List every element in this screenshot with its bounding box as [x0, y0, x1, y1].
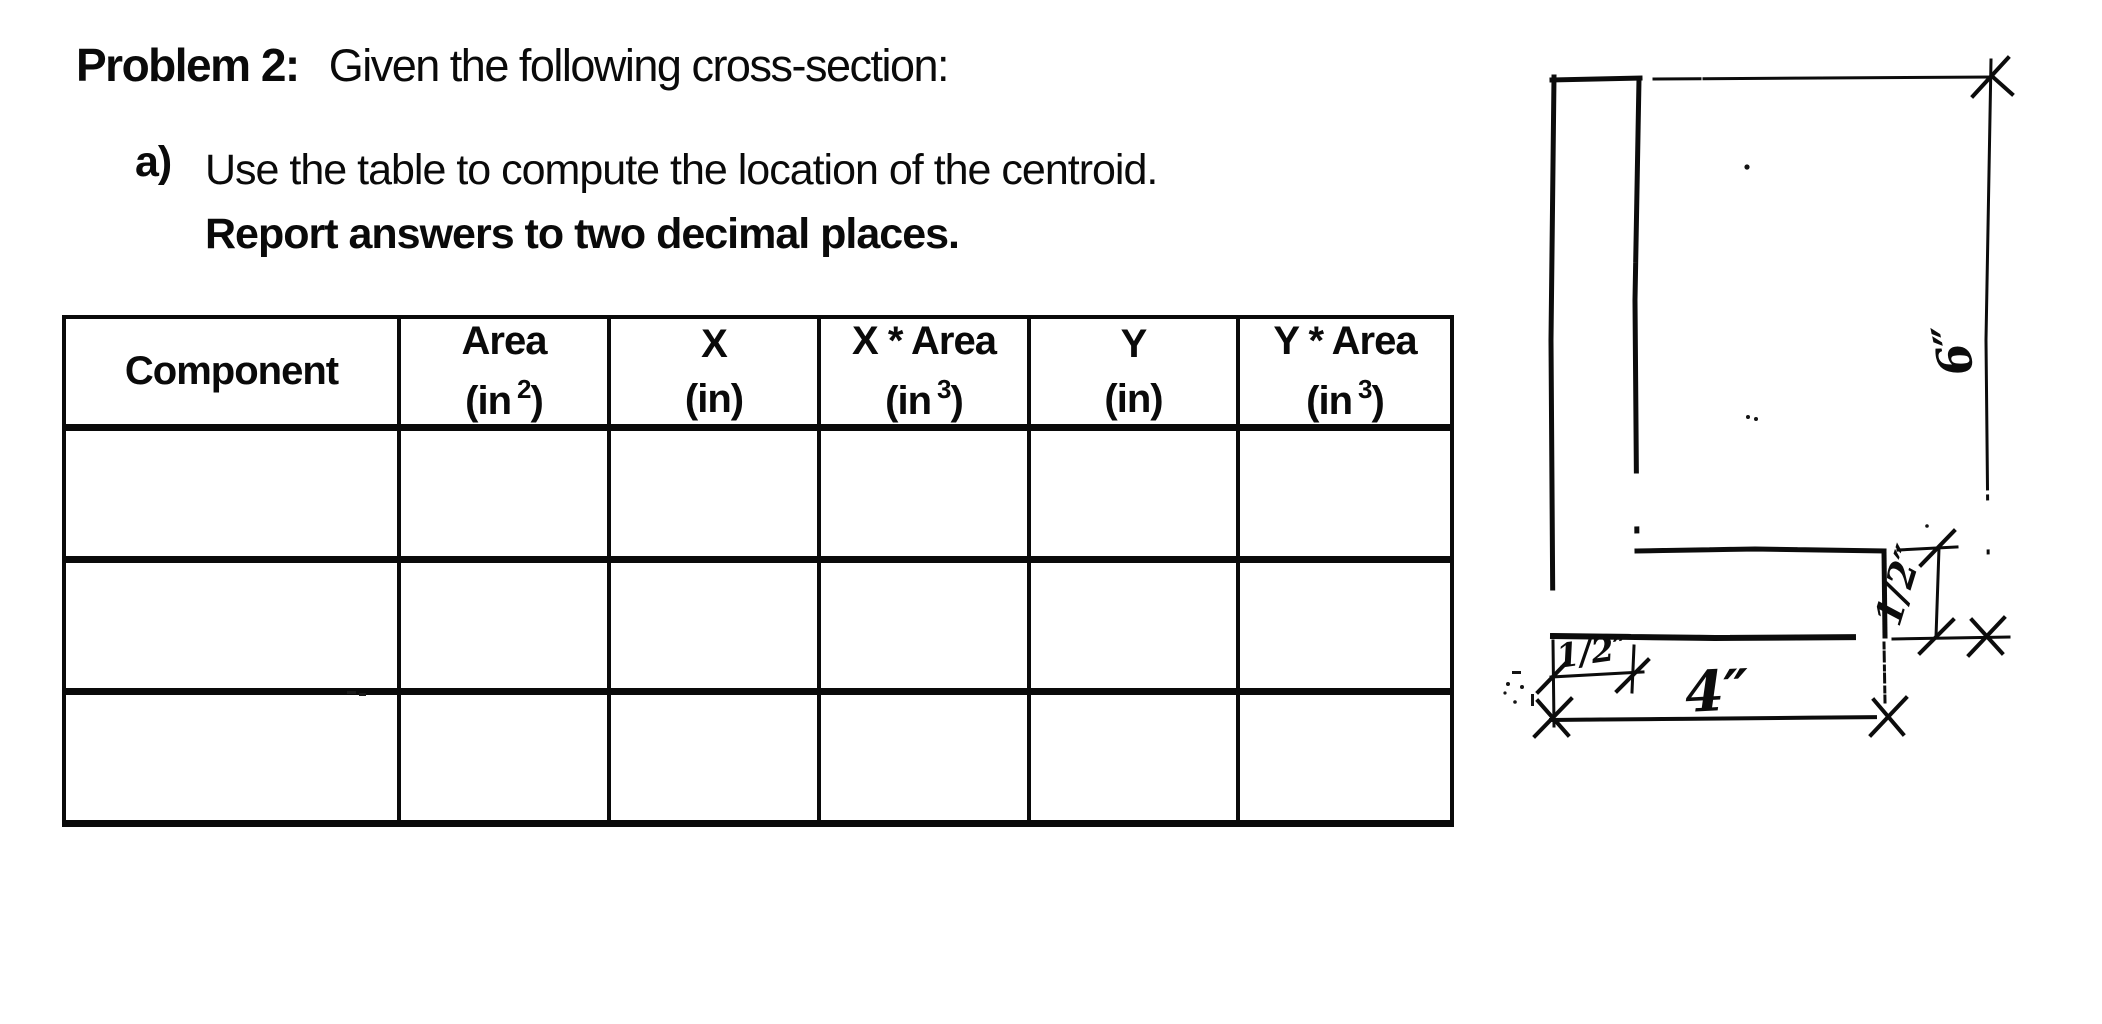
tick-flange-top	[1918, 528, 1957, 568]
part-a-instruction: Use the table to compute the location of…	[205, 146, 1158, 194]
dim-line-leg	[1549, 670, 1645, 679]
figure-outline	[1548, 74, 1889, 642]
scan-speck	[1506, 682, 1510, 686]
scan-speck	[1512, 671, 1521, 674]
col-header-y: Y (in)	[1027, 315, 1240, 431]
col-header-component: Component	[62, 315, 401, 431]
empty-cell	[1027, 425, 1240, 563]
empty-cell	[607, 557, 821, 695]
empty-cell	[62, 689, 401, 827]
part-a-emphasis: Report answers to two decimal places.	[205, 210, 960, 258]
part-a-label: a)	[135, 138, 172, 186]
col-header-x: X (in)	[607, 315, 821, 431]
outline-top-edge	[1549, 75, 1643, 83]
empty-cell	[1236, 689, 1454, 827]
table-row	[62, 557, 1454, 695]
tick-top-flick	[1991, 75, 2015, 97]
dim-line-flange	[1934, 546, 1941, 639]
outline-flange-right	[1881, 548, 1888, 639]
problem-number: Problem 2:	[76, 39, 300, 91]
scan-speck	[347, 691, 356, 694]
outline-leg-right-edge	[1632, 76, 1642, 554]
outline-bottom-edge	[1549, 632, 1889, 642]
scan-speck	[1744, 164, 1750, 170]
table-row	[62, 689, 1454, 827]
empty-cell	[817, 425, 1031, 563]
empty-cell	[397, 689, 611, 827]
dim-label-width: 4″	[1683, 657, 1750, 726]
dimension-width-4in: 4″	[1532, 657, 1909, 739]
scan-speck	[1531, 694, 1534, 706]
tick-width-right-b	[1871, 697, 1906, 737]
dimension-flange-half-inch: 1/2″	[1866, 528, 2011, 704]
empty-cell	[817, 557, 1031, 695]
tick-top	[1970, 55, 2011, 99]
problem-title: Problem 2: Given the following cross-sect…	[76, 38, 950, 92]
dimension-leg-half-inch: 1/2″	[1535, 627, 1651, 728]
empty-cell	[397, 425, 611, 563]
empty-cell	[1027, 689, 1240, 827]
scan-speck	[1513, 700, 1517, 704]
ext-line-leg-left	[1551, 639, 1556, 728]
ext-line-flange-top	[1896, 545, 1959, 552]
dim-label-height: 6″	[1921, 318, 1985, 381]
empty-cell	[1027, 557, 1240, 695]
empty-cell	[62, 425, 401, 563]
empty-cell	[1236, 557, 1454, 695]
ext-line-top	[1652, 75, 1995, 81]
dim-line-width	[1548, 714, 1892, 723]
table-row	[62, 425, 1454, 563]
part-a-block: a) Use the table to compute the location…	[135, 138, 1158, 266]
scan-speck	[1520, 685, 1524, 689]
tick-leg-right	[1614, 657, 1651, 694]
empty-cell	[1236, 425, 1454, 563]
scan-speck	[1503, 691, 1507, 695]
scan-speck	[359, 693, 366, 696]
outline-flange-top	[1634, 546, 1887, 554]
outline-left-edge	[1548, 74, 1557, 640]
scan-speck	[1925, 524, 1929, 528]
ext-dotted-flange-edge	[1882, 641, 1887, 704]
tick-width-left-b	[1535, 698, 1571, 738]
scan-specks	[1503, 164, 1929, 706]
empty-cell	[607, 425, 821, 563]
scan-speck	[1746, 415, 1750, 419]
empty-cell	[607, 689, 821, 827]
tick-flange-bottom	[1917, 617, 1956, 656]
empty-cell	[817, 689, 1031, 827]
cross-section-figure: 6″ 1/2″ 1/2″ 4″	[1503, 55, 2015, 739]
dim-line-height	[1984, 58, 1993, 639]
problem-title-text: Given the following cross-section:	[328, 40, 950, 91]
tick-leg-left	[1535, 658, 1571, 695]
empty-cell	[62, 557, 401, 695]
ext-line-leg-right	[1630, 644, 1636, 694]
ext-line-flange-bottom	[1891, 635, 2011, 641]
dimension-height-6in: 6″	[1652, 55, 2015, 658]
scan-speck	[1754, 417, 1758, 421]
empty-cell	[397, 557, 611, 695]
